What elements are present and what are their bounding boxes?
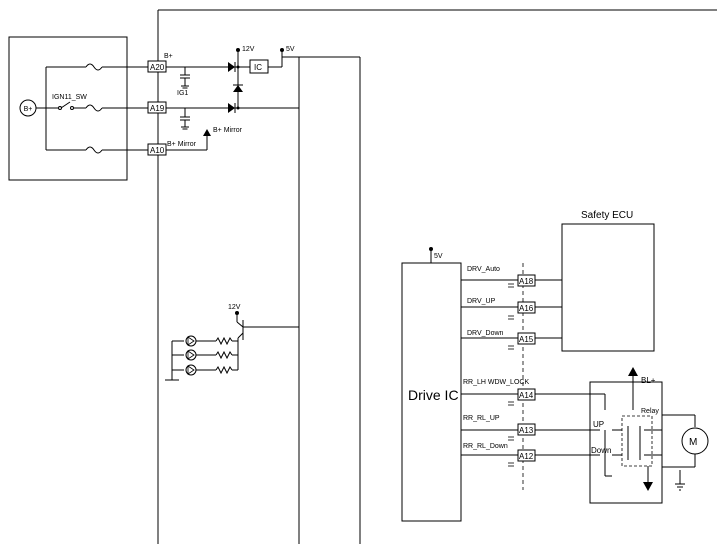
drive-ic-title: Drive IC (408, 387, 459, 403)
pin-a12-label: A12 (519, 452, 534, 461)
pin-a18-label: A18 (519, 277, 534, 286)
signal-rr-rl-down: RR_RL_Down (463, 443, 508, 450)
up-label: UP (593, 420, 604, 429)
pin-a19-label: A19 (150, 104, 165, 113)
arrow-up-icon (628, 367, 638, 376)
capacitor-icon (180, 67, 190, 89)
pin-a20-label: A20 (150, 63, 165, 72)
capacitor-icon (180, 108, 190, 130)
pin-a10-label: A10 (150, 146, 165, 155)
safety-ecu-title: Safety ECU (581, 210, 633, 221)
pin-a16-label: A16 (519, 304, 534, 313)
drive-ic-5v-label: 5V (434, 253, 443, 260)
power-supply-module: B+ IGN11_SW (8, 36, 148, 181)
battery-label: B+ (24, 106, 33, 113)
b-plus-label: B+ (164, 53, 173, 60)
down-label: Down (591, 446, 611, 455)
motor-icon (681, 427, 709, 455)
relay-module: BL+ Relay UP Down M (535, 367, 709, 504)
signal-drv-up: DRV_UP (467, 298, 496, 305)
signal-drv-auto: DRV_Auto (467, 266, 500, 273)
relay-icon (621, 415, 653, 467)
pin-a15-label: A15 (519, 335, 534, 344)
diode-icon (228, 103, 235, 113)
led-icon (172, 349, 238, 361)
drive-ic: Drive IC 5V DRV_Auto DRV_UP DRV_Down RR_… (401, 247, 536, 522)
v12-label: 12V (242, 46, 255, 53)
led-icon (172, 335, 238, 347)
fuse-icon (85, 63, 103, 71)
main-module: A20 A19 A10 B+ IG1 B+ Mirror (147, 9, 717, 544)
led-icon (172, 364, 238, 376)
pin-a13-label: A13 (519, 426, 534, 435)
pin-a14-label: A14 (519, 391, 534, 400)
arrow-up-icon (203, 129, 211, 136)
ign-switch-label: IGN11_SW (52, 94, 87, 101)
b-mirror-net-label: B+ Mirror (167, 141, 197, 148)
signal-rr-rl-up: RR_RL_UP (463, 415, 500, 422)
transistor-icon (236, 321, 244, 328)
fuse-icon (85, 146, 103, 154)
relay-label: Relay (641, 408, 659, 415)
signal-rr-lh-wdw-lock: RR_LH WDW_LOCK (463, 379, 529, 386)
signal-drv-down: DRV_Down (467, 330, 504, 337)
b-mirror-arrow-label: B+ Mirror (213, 127, 243, 134)
diode-icon (228, 62, 235, 72)
ig1-label: IG1 (177, 90, 188, 97)
indicator-circuit: 12V (165, 304, 299, 381)
ignition-switch-icon (60, 101, 71, 109)
v5-label: 5V (286, 46, 295, 53)
fuse-icon (85, 104, 103, 112)
safety-ecu: Safety ECU (535, 210, 655, 352)
indicator-12v-label: 12V (228, 304, 241, 311)
zener-diode-icon (233, 85, 243, 92)
bl-plus-label: BL+ (641, 376, 656, 385)
motor-label: M (689, 437, 697, 448)
regulator-ic-label: IC (254, 63, 262, 72)
arrow-down-icon (643, 482, 653, 491)
